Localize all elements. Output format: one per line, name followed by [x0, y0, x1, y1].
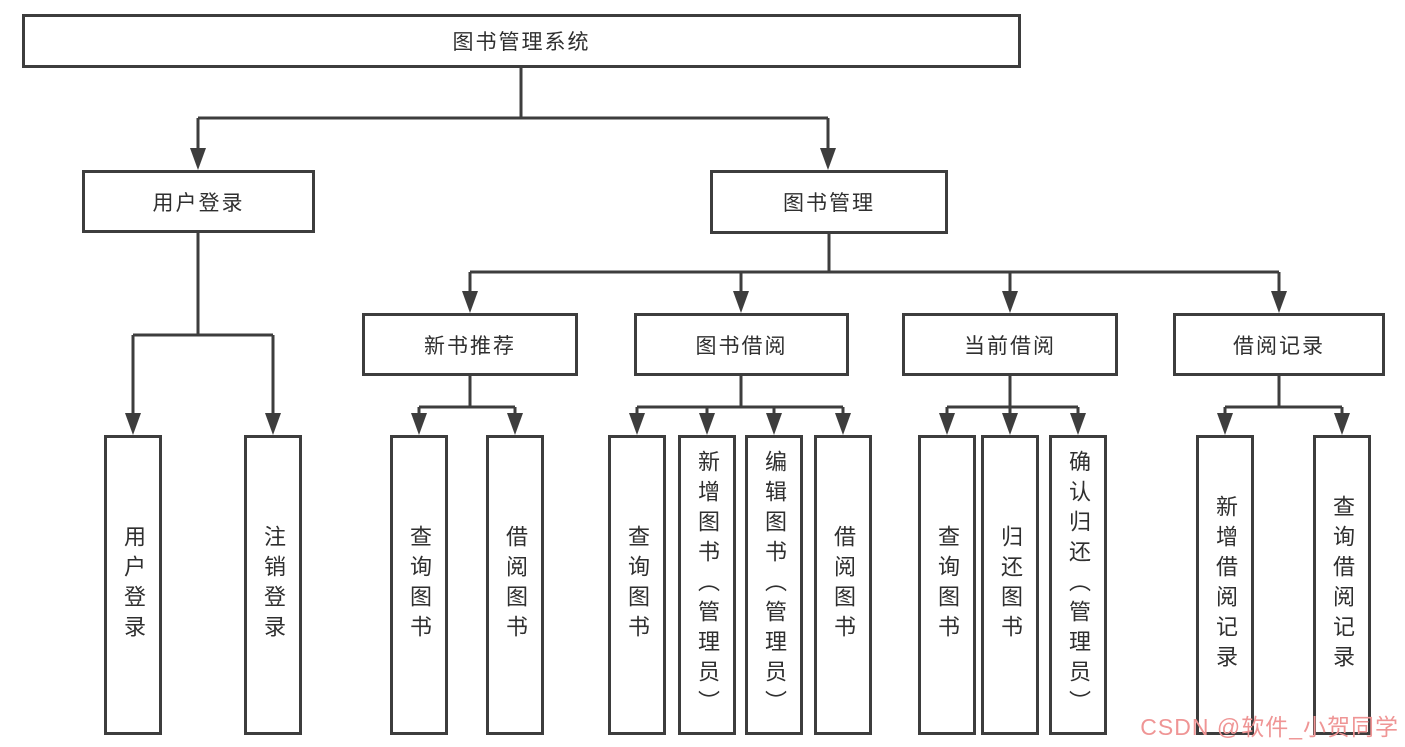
leaf-borrow-books-recommend-label: 借阅图书 [503, 525, 528, 645]
leaf-query-books-recommend: 查询图书 [390, 435, 448, 735]
leaf-logout-label: 注销登录 [261, 525, 286, 645]
node-new-book-recommend-label: 新书推荐 [424, 334, 516, 358]
leaf-borrow-books-recommend: 借阅图书 [486, 435, 544, 735]
node-library-system-label: 图书管理系统 [452, 31, 591, 54]
node-book-borrow-label: 图书借阅 [695, 334, 788, 358]
leaf-add-borrow-record: 新增借阅记录 [1196, 435, 1254, 735]
leaf-add-book-admin-label: 新增图书（管理员） [695, 450, 720, 720]
node-borrow-records-label: 借阅记录 [1233, 334, 1325, 358]
node-user-login-label: 用户登录 [152, 191, 245, 215]
node-user-login: 用户登录 [82, 170, 315, 233]
leaf-user-login: 用户登录 [104, 435, 162, 735]
leaf-query-books-borrow: 查询图书 [608, 435, 666, 735]
leaf-query-books-recommend-label: 查询图书 [407, 525, 432, 645]
leaf-add-book-admin: 新增图书（管理员） [678, 435, 736, 735]
leaf-borrow-books: 借阅图书 [814, 435, 872, 735]
leaf-return-book-label: 归还图书 [998, 525, 1023, 645]
node-borrow-records: 借阅记录 [1173, 313, 1385, 376]
leaf-user-login-label: 用户登录 [121, 525, 146, 645]
leaf-edit-book-admin-label: 编辑图书（管理员） [762, 450, 787, 720]
leaf-query-books-current: 查询图书 [918, 435, 976, 735]
node-new-book-recommend: 新书推荐 [362, 313, 578, 376]
leaf-edit-book-admin: 编辑图书（管理员） [745, 435, 803, 735]
leaf-confirm-return-admin-label: 确认归还（管理员） [1066, 450, 1091, 720]
leaf-add-borrow-record-label: 新增借阅记录 [1213, 495, 1238, 675]
leaf-logout: 注销登录 [244, 435, 302, 735]
node-book-borrow: 图书借阅 [634, 313, 849, 376]
csdn-watermark: CSDN @软件_小贺同学 [1140, 714, 1399, 740]
node-current-borrow: 当前借阅 [902, 313, 1118, 376]
leaf-query-borrow-record: 查询借阅记录 [1313, 435, 1371, 735]
node-book-management: 图书管理 [710, 170, 948, 234]
node-current-borrow-label: 当前借阅 [964, 334, 1056, 358]
leaf-borrow-books-label: 借阅图书 [831, 525, 856, 645]
leaf-return-book: 归还图书 [981, 435, 1039, 735]
leaf-confirm-return-admin: 确认归还（管理员） [1049, 435, 1107, 735]
node-book-management-label: 图书管理 [783, 192, 875, 215]
node-library-system: 图书管理系统 [22, 14, 1021, 68]
leaf-query-borrow-record-label: 查询借阅记录 [1330, 495, 1355, 675]
leaf-query-books-borrow-label: 查询图书 [625, 525, 650, 645]
leaf-query-books-current-label: 查询图书 [935, 525, 960, 645]
